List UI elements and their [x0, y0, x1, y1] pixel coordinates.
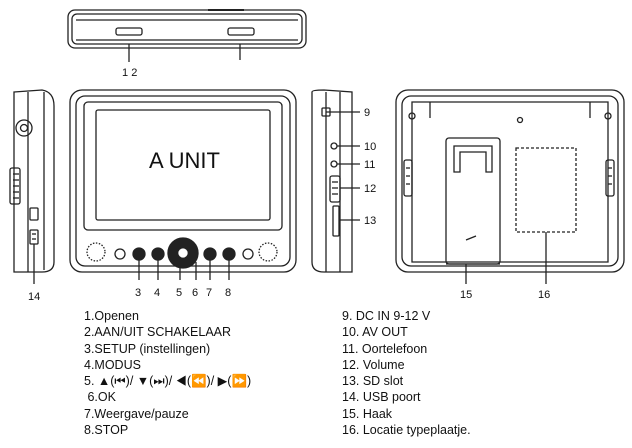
- power-switch-right-top: [227, 27, 255, 36]
- callout-4: 4: [154, 287, 160, 299]
- legend-item-1: 1.Openen: [84, 309, 139, 323]
- usb-port: [29, 229, 39, 245]
- callout-8: 8: [225, 287, 231, 299]
- legend-item-5: 5. ▲(⏮)/ ▼(⏭)/ ◀(⏪)/ ▶(⏩): [84, 374, 252, 389]
- right-side-view: [311, 89, 360, 273]
- button-mode: [151, 247, 165, 261]
- legend-item-6: 6.OK: [84, 390, 116, 405]
- button-1: [114, 248, 126, 260]
- callout-11: 11: [364, 159, 375, 171]
- legend-item-2: 2.AAN/UIT SCHAKELAAR: [84, 325, 232, 340]
- legend-item-10: 10. AV OUT: [342, 325, 408, 340]
- button-stop: [222, 247, 236, 261]
- callout-9: 9: [364, 107, 370, 119]
- button-setup: [132, 247, 146, 261]
- legend-item-4: 4.MODUS: [84, 357, 141, 372]
- legend-right: 9. DC IN 9-12 V 10. AV OUT 11. Oortelefo…: [342, 308, 471, 438]
- front-view: [69, 89, 297, 280]
- callout-7: 7: [206, 287, 212, 299]
- legend-item-13: 13. SD slot: [342, 374, 404, 389]
- power-switch-top: [115, 27, 143, 36]
- top-view: [67, 9, 307, 62]
- back-view: [395, 89, 625, 284]
- legend-item-3: 3.SETUP (instellingen): [84, 341, 211, 356]
- callout-5: 5: [176, 287, 182, 299]
- callout-3: 3: [135, 287, 141, 299]
- earphone-jack: [330, 160, 338, 168]
- legend-item-15: 15. Haak: [342, 406, 393, 421]
- callout-6: 6: [192, 287, 198, 299]
- legend-item-12: 12. Volume: [342, 357, 405, 372]
- callout-14: 14: [28, 291, 40, 303]
- legend-left: 1.Openen 2.AAN/UIT SCHAKELAAR 3.SETUP (i…: [84, 308, 251, 438]
- legend-item-8: 8.STOP: [84, 423, 129, 438]
- screen: [95, 109, 271, 221]
- callout-15: 15: [460, 289, 472, 301]
- screen-label: A UNIT: [149, 148, 220, 173]
- sd-slot: [332, 205, 340, 237]
- callout-10: 10: [364, 141, 376, 153]
- speaker-right: [258, 242, 278, 262]
- button-extra: [242, 248, 254, 260]
- legend-item-16: 16. Locatie typeplaatje.: [342, 423, 471, 438]
- av-out-jack: [330, 142, 338, 150]
- legend-item-7: 7.Weergave/pauze: [84, 406, 189, 421]
- callout-16: 16: [538, 289, 550, 301]
- legend-item-9: 9. DC IN 9-12 V: [342, 309, 431, 323]
- volume-wheel: [329, 175, 341, 203]
- left-side-view: [9, 89, 55, 284]
- type-plate-location: [515, 147, 577, 233]
- speaker-left: [86, 242, 106, 262]
- button-play-pause: [203, 247, 217, 261]
- callout-12: 12: [364, 183, 376, 195]
- callout-1-2: 1 2: [122, 67, 137, 79]
- legend-item-14: 14. USB poort: [342, 390, 421, 405]
- callout-13: 13: [364, 215, 376, 227]
- legend-item-11: 11. Oortelefoon: [342, 341, 428, 356]
